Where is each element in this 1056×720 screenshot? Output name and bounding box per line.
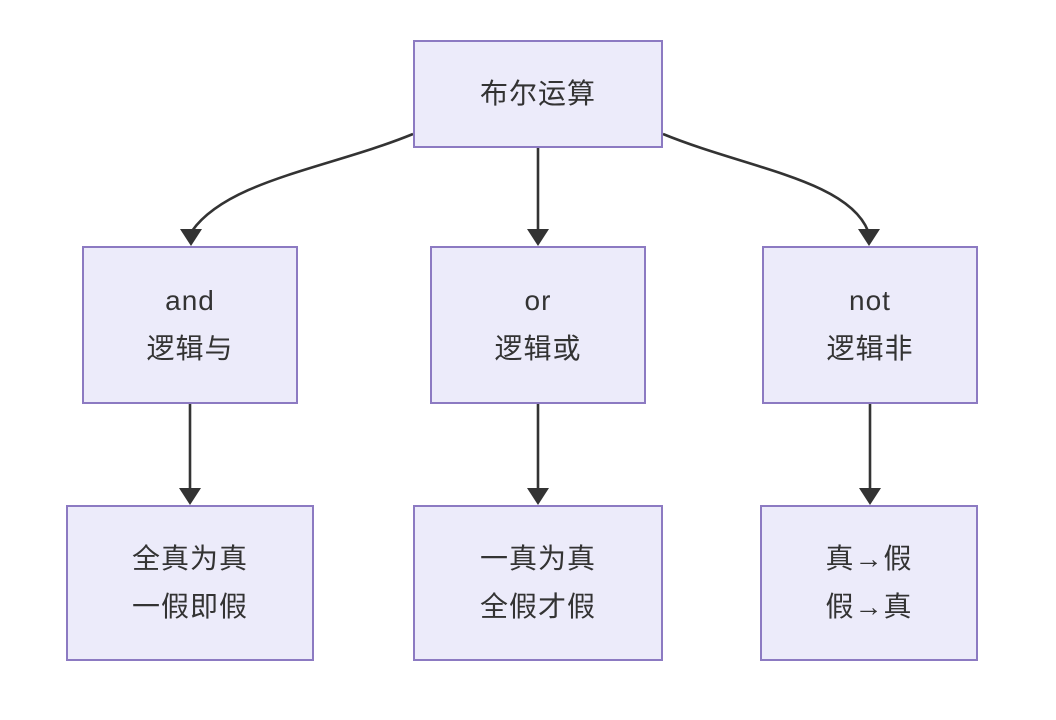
arrowhead-root-and [180,229,202,246]
arrowhead-and-rule [179,488,201,505]
node-and: and 逻辑与 [82,246,298,404]
arrowhead-root-not [858,229,880,246]
node-or: or 逻辑或 [430,246,646,404]
node-label-line: 逻辑与 [146,333,234,364]
node-label-line: and [165,285,215,316]
edge-root-and [190,132,414,232]
node-not-rule: 真→假 假→真 [760,505,978,661]
node-label-line: 逻辑或 [494,333,582,364]
node-or-rule: 一真为真 全假才假 [413,505,663,661]
arrowhead-or-rule [527,488,549,505]
node-label-line: or [524,285,552,316]
arrowhead-root-or [527,229,549,246]
node-label-line: 一假即假 [131,591,248,622]
node-boolean-operation: 布尔运算 [413,40,663,148]
node-not: not 逻辑非 [762,246,978,404]
node-label-line: not [849,285,891,316]
node-label-line: 一真为真 [479,543,596,574]
arrowhead-not-rule [859,488,881,505]
node-label-line: 全真为真 [131,543,248,574]
node-label-line: 全假才假 [479,591,596,622]
node-label-line: 布尔运算 [479,78,596,109]
node-and-rule: 全真为真 一假即假 [66,505,314,661]
edge-root-not [662,132,870,232]
node-label-line: 逻辑非 [826,333,914,364]
node-label-line: 真→假 [825,543,913,574]
node-label-line: 假→真 [825,591,913,622]
